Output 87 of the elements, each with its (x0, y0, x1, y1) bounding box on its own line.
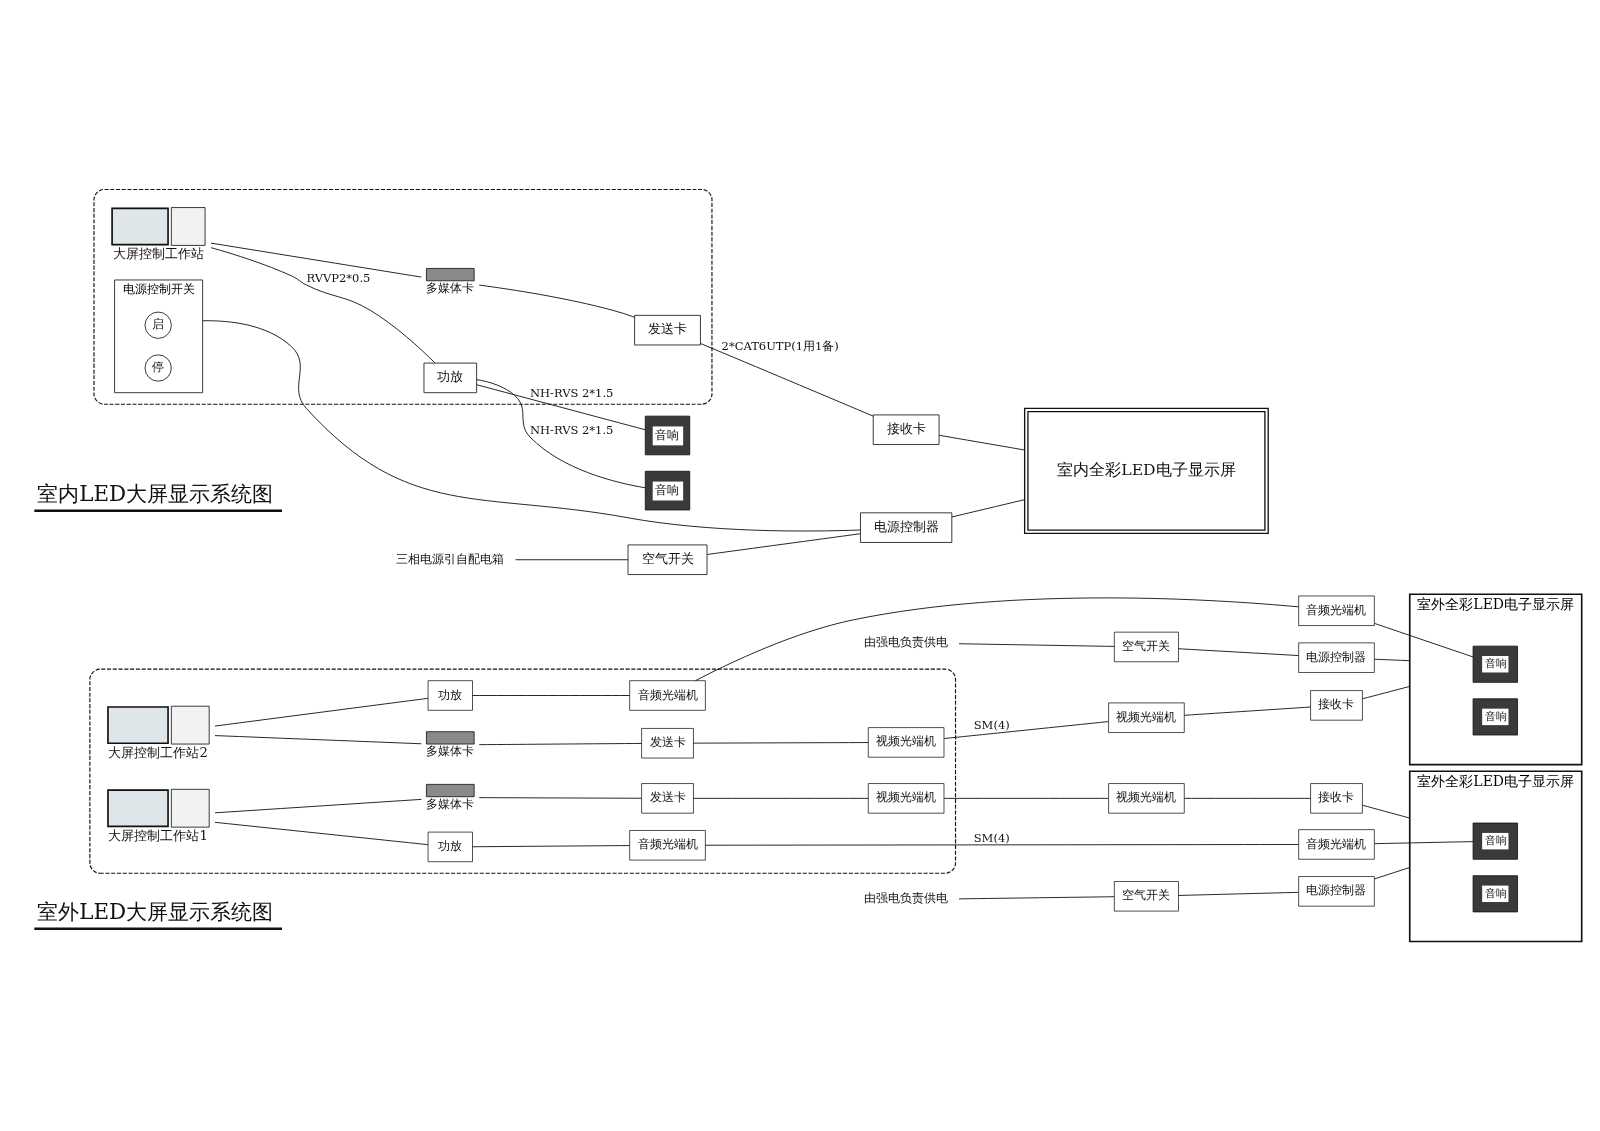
node-box: 音响 (1472, 698, 1518, 736)
connector (704, 844, 1300, 846)
connector (1362, 804, 1411, 819)
node-box: 音频光端机 (1298, 595, 1375, 626)
connector (1374, 658, 1411, 662)
connector (1374, 841, 1474, 845)
node-box: 音响 (644, 415, 691, 456)
node-box: 接收卡 (872, 414, 940, 445)
node-circle: 启 (144, 311, 172, 339)
node-box: 音响 (1472, 645, 1518, 683)
node-box: 视频光端机 (1108, 702, 1185, 733)
node-box: 音频光端机 (629, 680, 706, 711)
node-box: 视频光端机 (867, 727, 945, 758)
cluster (93, 188, 713, 405)
connector (1374, 867, 1411, 880)
label: 室外LED大屏显示系统图 (37, 899, 274, 925)
connector (958, 643, 1115, 647)
edge-label: RVVP2*0.5 (306, 270, 371, 285)
connector (1178, 648, 1299, 656)
connector (515, 559, 629, 561)
connector (943, 721, 1109, 739)
node-label: 大屏控制工作站2 (108, 745, 208, 761)
connector (1178, 891, 1299, 896)
edge-label: SM(4) (973, 831, 1010, 846)
connector (938, 434, 1025, 451)
node-text: 由强电负责供电 (864, 891, 949, 906)
node-label: 多媒体卡 (426, 796, 475, 811)
node-circle: 停 (144, 354, 172, 382)
node-box: 视频光端机 (1108, 783, 1185, 814)
node-box: 空气开关 (1113, 631, 1179, 663)
label: 室内LED大屏显示系统图 (37, 481, 274, 507)
node-box: 电源控制器 (860, 512, 953, 543)
node-box: 空气开关 (627, 544, 708, 575)
connector (478, 797, 642, 799)
connector (1362, 685, 1411, 700)
node-label: 大屏控制工作站1 (108, 828, 208, 844)
connector (693, 797, 869, 799)
node-label: 大屏控制工作站 (112, 246, 204, 262)
connector (476, 379, 646, 489)
node-label: 多媒体卡 (426, 280, 475, 295)
connector (951, 499, 1025, 518)
node-box: 电源控制器 (1298, 876, 1375, 907)
connector (1374, 622, 1474, 658)
connector (210, 242, 422, 278)
node-box: 音响 (1472, 822, 1518, 860)
connector (476, 384, 646, 431)
node-box: 音响 (1472, 875, 1518, 913)
edge-label: 2*CAT6UTP(1用1备) (721, 339, 839, 354)
node-box: 音频光端机 (629, 830, 706, 861)
connector (695, 597, 1300, 682)
connector (214, 697, 429, 727)
node-box: 电源控制器 (1298, 642, 1375, 673)
connector (472, 845, 630, 848)
node-box: 发送卡 (641, 783, 694, 814)
node-box: 空气开关 (1113, 881, 1179, 912)
node-box: 功放 (423, 362, 478, 394)
connector (472, 695, 630, 696)
node-box: 发送卡 (634, 314, 701, 346)
node-box: 功放 (427, 831, 473, 863)
node-box: 音响 (644, 470, 691, 511)
connector (706, 533, 861, 555)
node-box: 视频光端机 (867, 783, 945, 814)
connector (943, 797, 1109, 799)
node-box: 发送卡 (641, 728, 694, 759)
connector (214, 735, 422, 745)
edge-label: NH-RVS 2*1.5 (529, 385, 614, 400)
connector (700, 343, 874, 417)
node-text: 由强电负责供电 (864, 634, 949, 649)
connector (958, 896, 1115, 900)
edge-label: NH-RVS 2*1.5 (529, 423, 614, 438)
connector (202, 320, 861, 532)
connector (478, 284, 635, 318)
connector (693, 742, 869, 744)
connector (214, 798, 422, 814)
node-box: 接收卡 (1310, 783, 1363, 814)
connector (478, 742, 642, 746)
node-text: 三相电源引自配电箱 (396, 551, 505, 566)
node-box: 接收卡 (1310, 690, 1363, 721)
connector (1184, 706, 1311, 716)
cluster (89, 668, 957, 874)
node-box: 功放 (427, 680, 473, 711)
connector (210, 247, 436, 364)
node-label: 多媒体卡 (426, 743, 475, 758)
connector (214, 821, 429, 846)
connector (1184, 797, 1311, 799)
node-box: 音频光端机 (1298, 829, 1375, 860)
edge-label: SM(4) (973, 718, 1010, 733)
